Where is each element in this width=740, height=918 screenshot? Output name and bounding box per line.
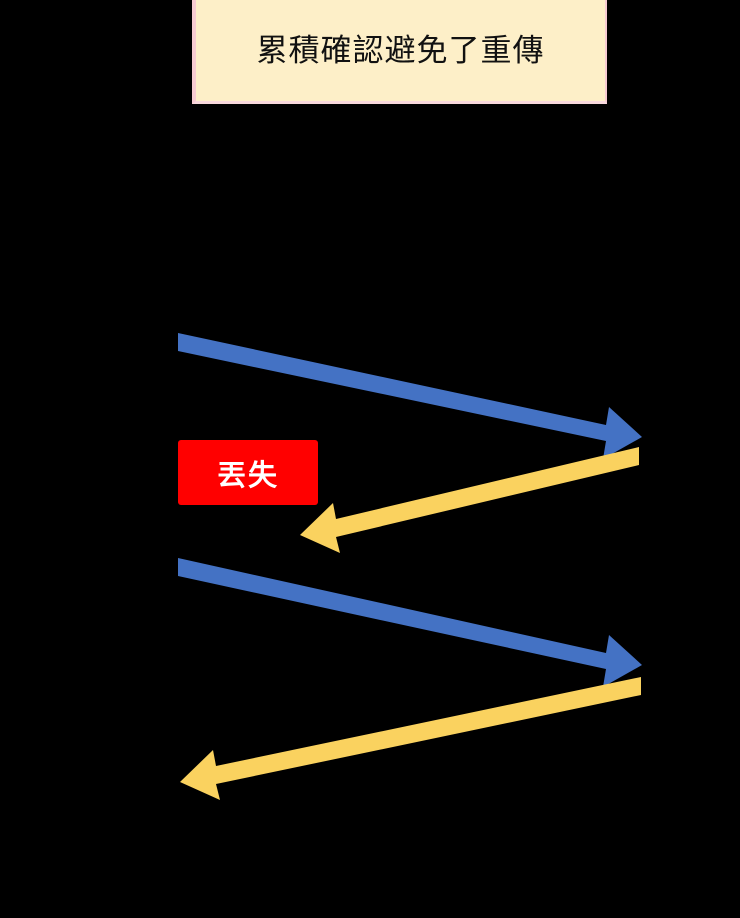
- lost-status-badge-label: 丟失: [216, 459, 279, 492]
- segment-arrow-2: [178, 558, 642, 687]
- segment-arrow-1: [178, 333, 642, 459]
- ack-arrow-1: [300, 447, 639, 553]
- ack-arrow-2: [180, 677, 641, 800]
- lost-status-badge: 丟失: [178, 440, 318, 505]
- page-title: 累積確認避免了重傳: [256, 32, 545, 68]
- title-banner: 累積確認避免了重傳: [192, 0, 607, 104]
